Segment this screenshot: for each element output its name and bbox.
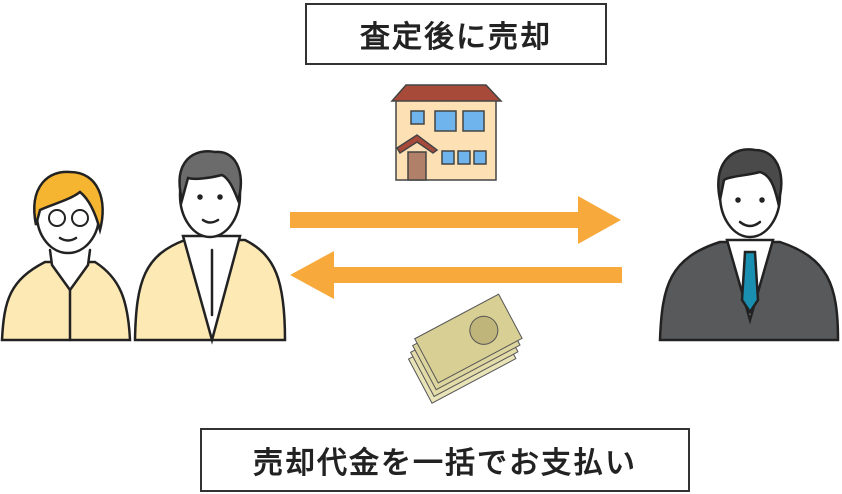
businessman-illustration (658, 148, 840, 342)
arrow-left-icon (290, 251, 622, 299)
cash-icon (407, 293, 523, 404)
step-label-sell-after-appraisal: 査定後に売却 (305, 3, 607, 65)
man-illustration (133, 150, 287, 345)
arrow-right-icon (290, 196, 621, 244)
woman-illustration (0, 170, 132, 342)
house-icon (390, 84, 503, 181)
step-label-lump-sum-payment: 売却代金を一括でお支払い (200, 428, 690, 492)
